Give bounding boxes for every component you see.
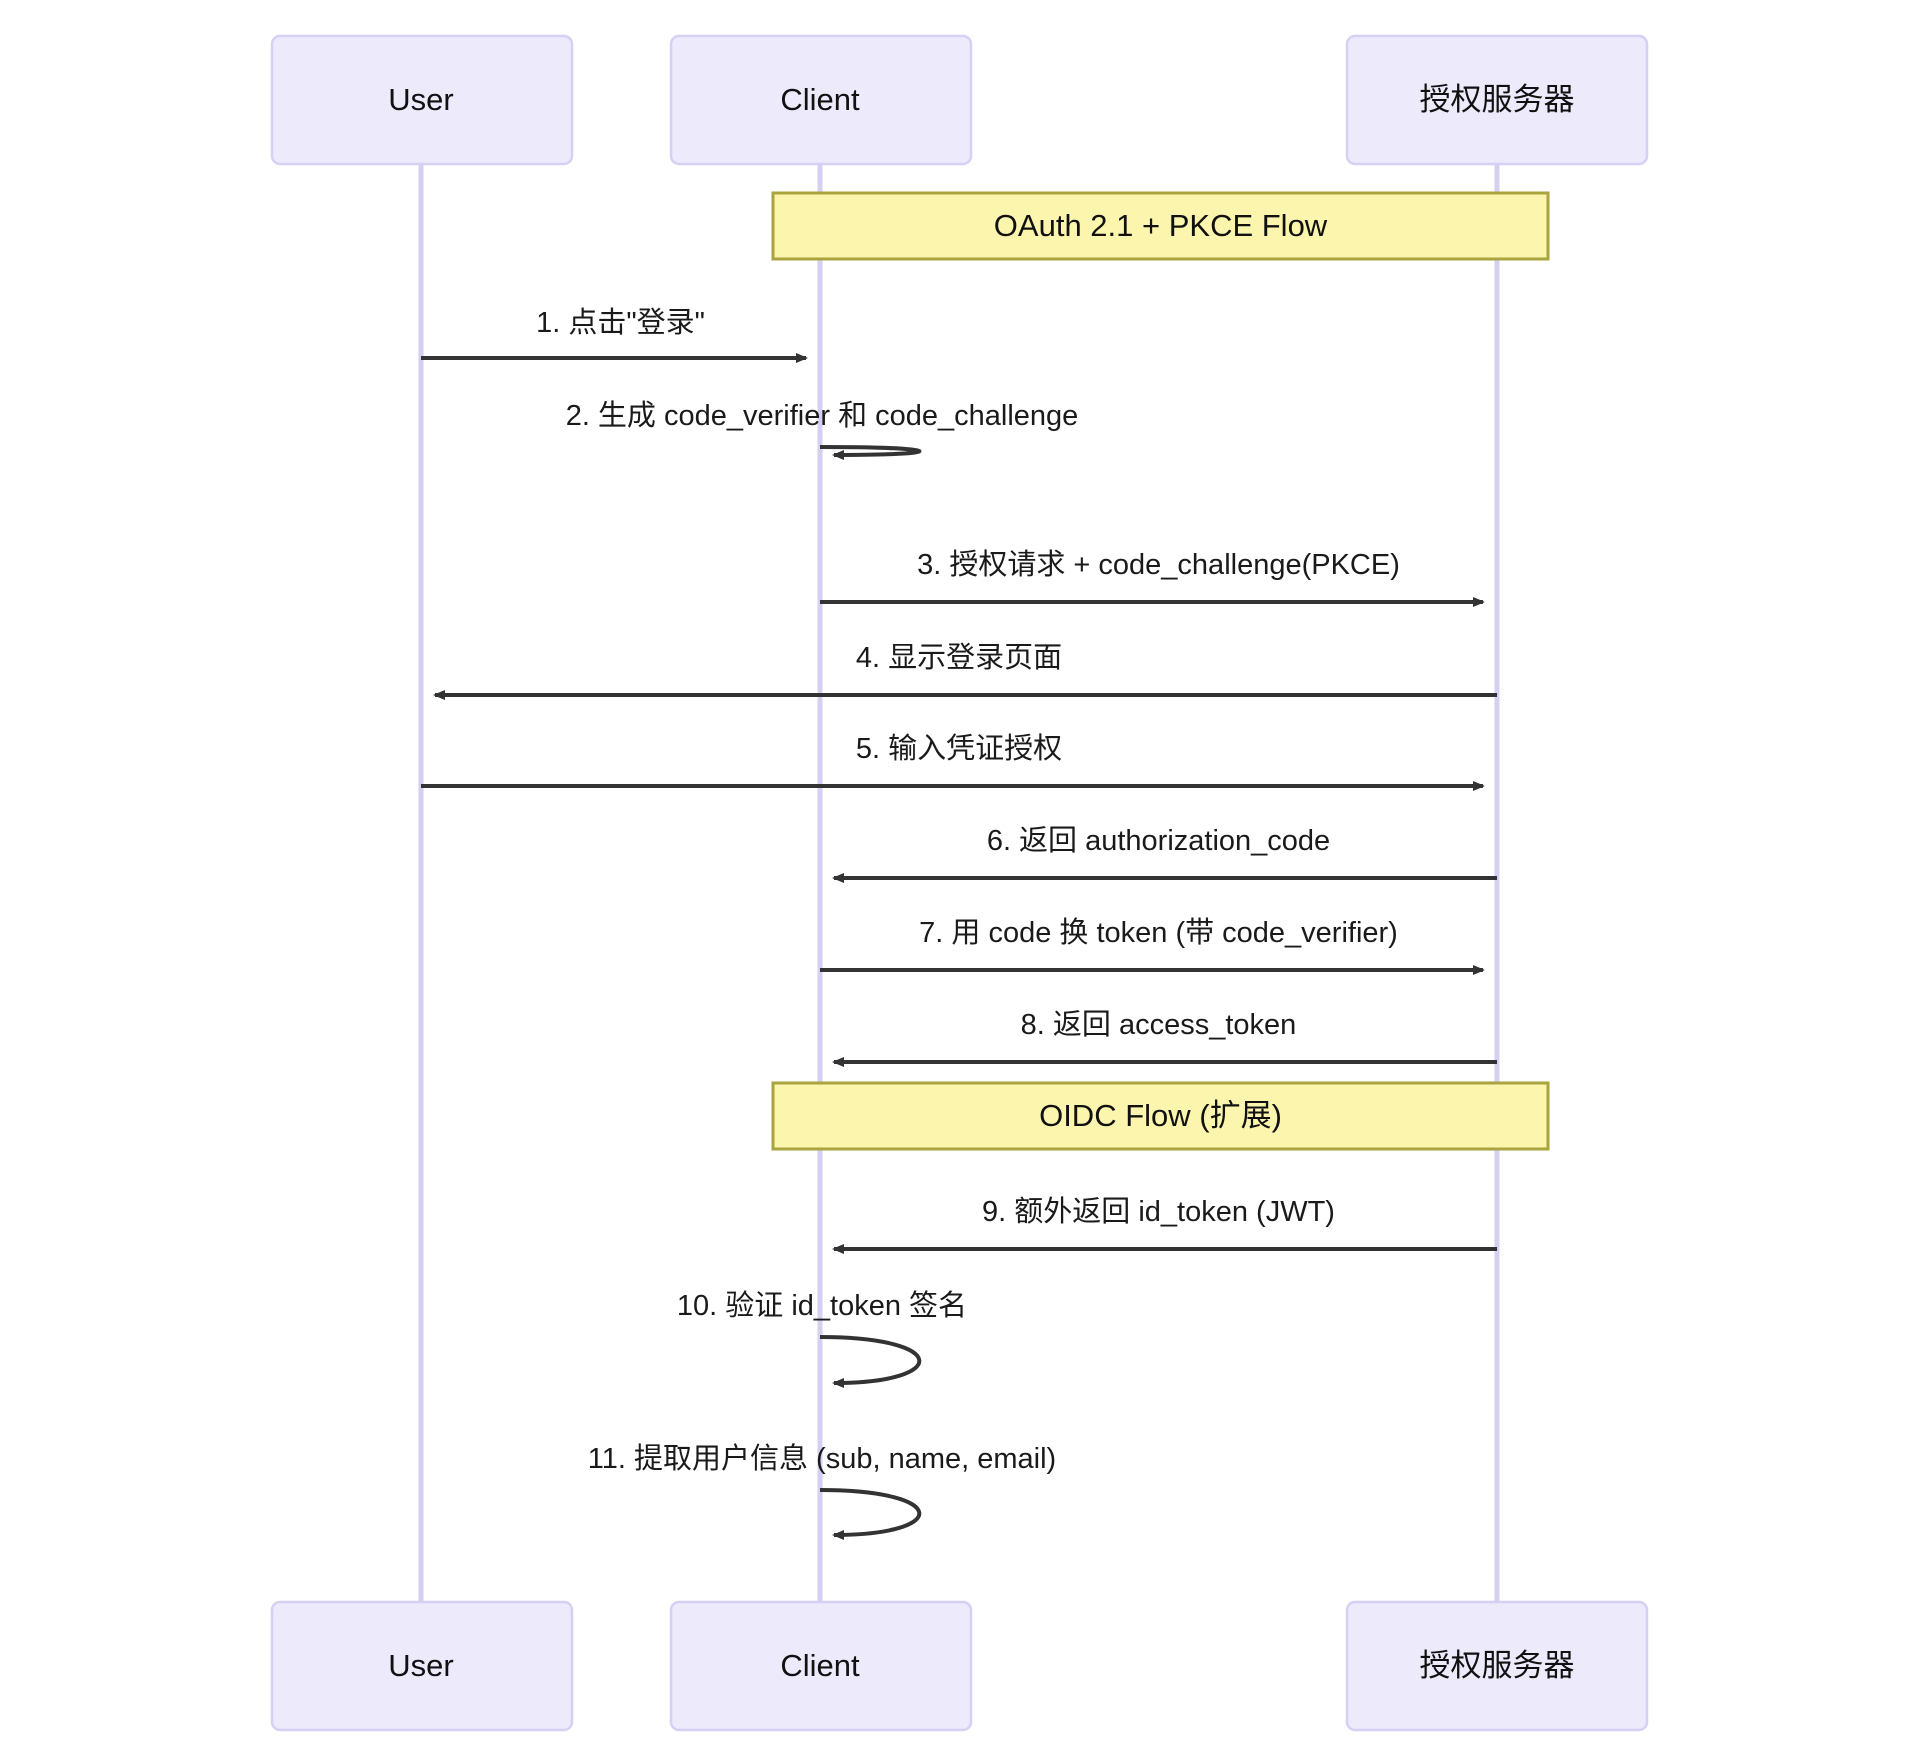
participant-label-client-bottom: Client bbox=[780, 1648, 860, 1683]
participant-box-user-bottom[interactable] bbox=[270, 1600, 574, 1732]
group-banner-oauth bbox=[771, 191, 1550, 261]
participant-box-server-top[interactable] bbox=[1345, 34, 1649, 166]
message-label-5: 5. 输入凭证授权 bbox=[856, 732, 1062, 765]
group-banner-oidc bbox=[771, 1081, 1550, 1151]
message-self-2 bbox=[819, 445, 922, 460]
message-label-7: 7. 用 code 换 token (带 code_verifier) bbox=[919, 916, 1398, 949]
participant-box-client-bottom[interactable] bbox=[669, 1600, 973, 1732]
message-label-8: 8. 返回 access_token bbox=[1021, 1009, 1297, 1041]
group-label-oidc: OIDC Flow (扩展) bbox=[1039, 1098, 1282, 1133]
message-label-10: 10. 验证 id_token 签名 bbox=[677, 1289, 967, 1322]
message-label-1: 1. 点击"登录" bbox=[536, 306, 705, 339]
participant-label-server-top: 授权服务器 bbox=[1420, 82, 1575, 117]
participant-label-user-bottom: User bbox=[388, 1648, 453, 1683]
message-label-3: 3. 授权请求 + code_challenge(PKCE) bbox=[917, 548, 1400, 581]
message-label-6: 6. 返回 authorization_code bbox=[987, 825, 1330, 857]
message-self-10 bbox=[819, 1335, 922, 1388]
participant-label-server-bottom: 授权服务器 bbox=[1420, 1648, 1575, 1683]
lifelines-group bbox=[418, 164, 1500, 1602]
group-label-oauth: OAuth 2.1 + PKCE Flow bbox=[994, 208, 1328, 243]
participant-box-user-top[interactable] bbox=[270, 34, 574, 166]
participant-label-client-top: Client bbox=[780, 82, 860, 117]
participant-box-client-top[interactable] bbox=[669, 34, 973, 166]
participant-box-server-bottom[interactable] bbox=[1345, 1600, 1649, 1732]
participant-label-user-top: User bbox=[388, 82, 453, 117]
message-label-11: 11. 提取用户信息 (sub, name, email) bbox=[588, 1442, 1056, 1475]
message-label-2: 2. 生成 code_verifier 和 code_challenge bbox=[566, 399, 1079, 432]
message-label-9: 9. 额外返回 id_token (JWT) bbox=[982, 1195, 1335, 1228]
message-self-11 bbox=[819, 1488, 922, 1540]
messages-group: 1. 点击"登录" 2. 生成 code_verifier 和 code_chal… bbox=[421, 306, 1497, 1540]
message-label-4: 4. 显示登录页面 bbox=[856, 641, 1062, 674]
